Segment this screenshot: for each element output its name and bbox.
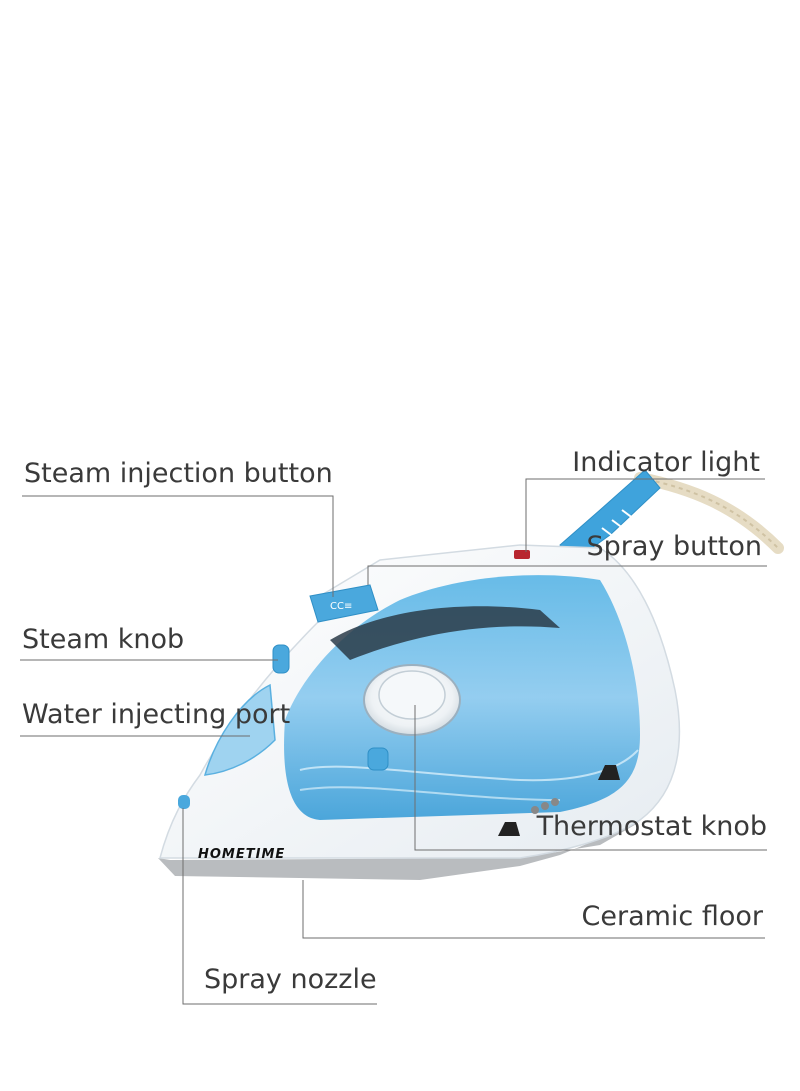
leader-ceramic-floor <box>302 880 765 939</box>
ceramic-soleplate <box>158 822 640 880</box>
leader-spray-nozzle <box>182 808 377 1005</box>
label-steam-knob: Steam knob <box>22 624 184 655</box>
spray-button-shape <box>367 747 389 771</box>
label-spray-button: Spray button <box>586 531 762 562</box>
indicator-light <box>514 550 530 559</box>
label-steam-injection-button: Steam injection button <box>24 458 333 489</box>
iron-setting-icon-low <box>498 822 520 836</box>
part-labels: Steam injection button Indicator light S… <box>22 447 767 995</box>
leader-indicator-light <box>525 478 765 552</box>
iron-setting-icon-high <box>598 765 620 780</box>
spray-nozzle-shape <box>178 795 190 809</box>
label-water-injecting-port: Water injecting port <box>22 699 290 730</box>
label-thermostat-knob: Thermostat knob <box>536 811 767 842</box>
leader-lines <box>20 478 767 1005</box>
steam-knob <box>272 644 290 674</box>
handle-opening <box>330 606 560 660</box>
label-ceramic-floor: Ceramic floor <box>582 901 764 932</box>
brand-logo: HOMETIME <box>198 847 285 862</box>
leader-steam-injection <box>22 495 334 597</box>
label-spray-nozzle: Spray nozzle <box>204 964 377 995</box>
steam-iron-illustration: CC≡ HOMETIME <box>158 469 784 880</box>
leader-thermostat <box>414 705 767 851</box>
svg-text:CC≡: CC≡ <box>330 601 352 612</box>
label-indicator-light: Indicator light <box>572 447 760 478</box>
water-port <box>203 683 276 776</box>
steam-injection-block <box>309 584 379 623</box>
leader-spray-button <box>367 565 767 585</box>
